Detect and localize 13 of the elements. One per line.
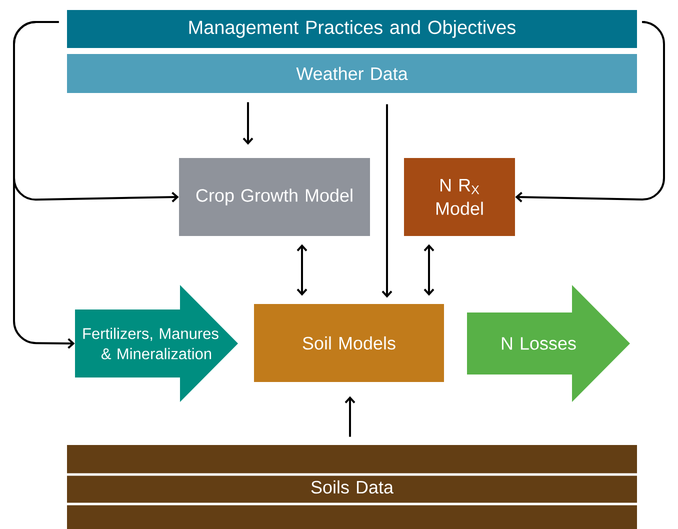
- arrow: [344, 396, 356, 437]
- arrow: [515, 21, 665, 202]
- arrow: [382, 104, 392, 298]
- process-box: N R$_{X}$ Model: [404, 158, 515, 236]
- arrow: [242, 102, 254, 145]
- process-box: Soil Models: [254, 304, 444, 382]
- arrow: [424, 244, 434, 296]
- arrow: [296, 244, 308, 296]
- banner: Weather Data: [67, 54, 637, 93]
- arrow: [13, 21, 75, 349]
- banner: Management Practices and Objectives: [67, 10, 637, 48]
- process-box: Crop Growth Model: [179, 158, 370, 236]
- data-band: Soils Data: [67, 445, 637, 529]
